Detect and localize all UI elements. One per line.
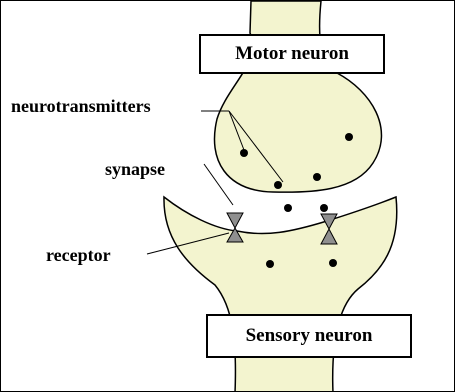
motor-neuron-label-box: Motor neuron [199, 34, 385, 74]
neurotransmitter-dot [345, 133, 353, 141]
sensory-neuron-label-box: Sensory neuron [206, 314, 412, 358]
neurotransmitter-dot [240, 149, 248, 157]
synapse-label: synapse [105, 160, 165, 178]
motor-neuron-label: Motor neuron [235, 43, 349, 65]
neurotransmitter-dot [313, 173, 321, 181]
neurotransmitter-dot [284, 204, 292, 212]
sensory-neuron-label: Sensory neuron [246, 325, 373, 347]
receptor-label: receptor [46, 246, 111, 264]
neurotransmitter-dot [320, 204, 328, 212]
motor-neuron-body [214, 1, 381, 192]
sensory-neuron-body [164, 197, 397, 392]
neurotransmitter-dot [266, 260, 274, 268]
receptor-left [227, 213, 243, 242]
neurotransmitters-label: neurotransmitters [11, 97, 151, 115]
neurotransmitter-dot [274, 181, 282, 189]
neurotransmitter-dot [329, 259, 337, 267]
